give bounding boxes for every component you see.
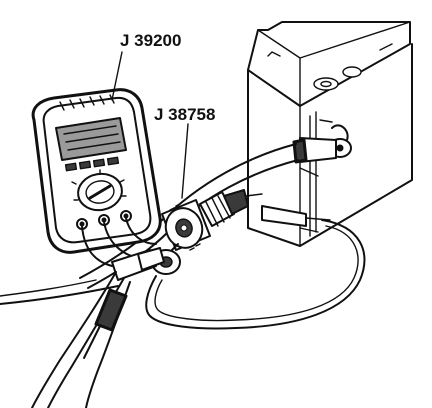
meter-dial-ticks xyxy=(71,169,127,201)
return-probe-tip xyxy=(305,217,331,221)
battery-vent-cap xyxy=(342,66,362,78)
return-lead-inner xyxy=(154,225,359,322)
multimeter xyxy=(31,88,162,254)
battery-top-mark xyxy=(379,43,393,51)
fender-line xyxy=(0,285,119,305)
terminal-bolt xyxy=(336,144,344,152)
fender-line-inner xyxy=(0,279,97,297)
battery-vent-hole xyxy=(320,80,332,88)
meter-button xyxy=(78,160,92,170)
probe-leads xyxy=(31,247,165,408)
adapter-link xyxy=(171,243,179,251)
cable-boot xyxy=(292,138,308,164)
battery-terminal-post xyxy=(331,124,349,143)
meter-dial-ring xyxy=(85,180,115,204)
adapter-clip-tip xyxy=(245,193,263,197)
return-probe-body xyxy=(261,205,307,227)
battery-vent-cap xyxy=(313,77,339,91)
battery-top-mark xyxy=(267,51,281,57)
meter-lead-3 xyxy=(125,217,157,245)
lead-plug-2 xyxy=(137,247,165,271)
probe-shaft xyxy=(83,325,101,359)
adapter-connector-ribs xyxy=(205,195,231,227)
battery-side-mark xyxy=(319,119,333,123)
meter-button xyxy=(106,156,120,166)
adapter-clip xyxy=(223,189,249,215)
lead-wire-a xyxy=(31,271,117,408)
return-lead-outer xyxy=(145,219,366,330)
meter-holster-edge xyxy=(42,96,152,244)
meter-label: J 39200 xyxy=(120,31,181,50)
adapter-label: J 38758 xyxy=(154,105,215,124)
meter-button xyxy=(92,158,106,168)
adapter-socket-pin xyxy=(180,224,188,232)
adapter-knurl xyxy=(169,203,201,251)
battery-top-face xyxy=(247,21,411,107)
adapter-callout-line xyxy=(181,123,189,199)
meter-dial-pointer xyxy=(88,184,112,200)
meter-callout-line xyxy=(111,51,123,101)
probe-handle xyxy=(94,288,128,332)
adapter-tool xyxy=(151,189,263,275)
meter-display-segments xyxy=(63,125,121,151)
meter-lead-1 xyxy=(81,225,113,267)
meter-button xyxy=(64,162,78,172)
battery-side-mark xyxy=(299,167,319,177)
meter-body xyxy=(31,88,162,254)
return-lead xyxy=(145,205,366,330)
meter-bumper-hatch xyxy=(59,94,115,111)
battery-side-mark xyxy=(299,227,319,233)
